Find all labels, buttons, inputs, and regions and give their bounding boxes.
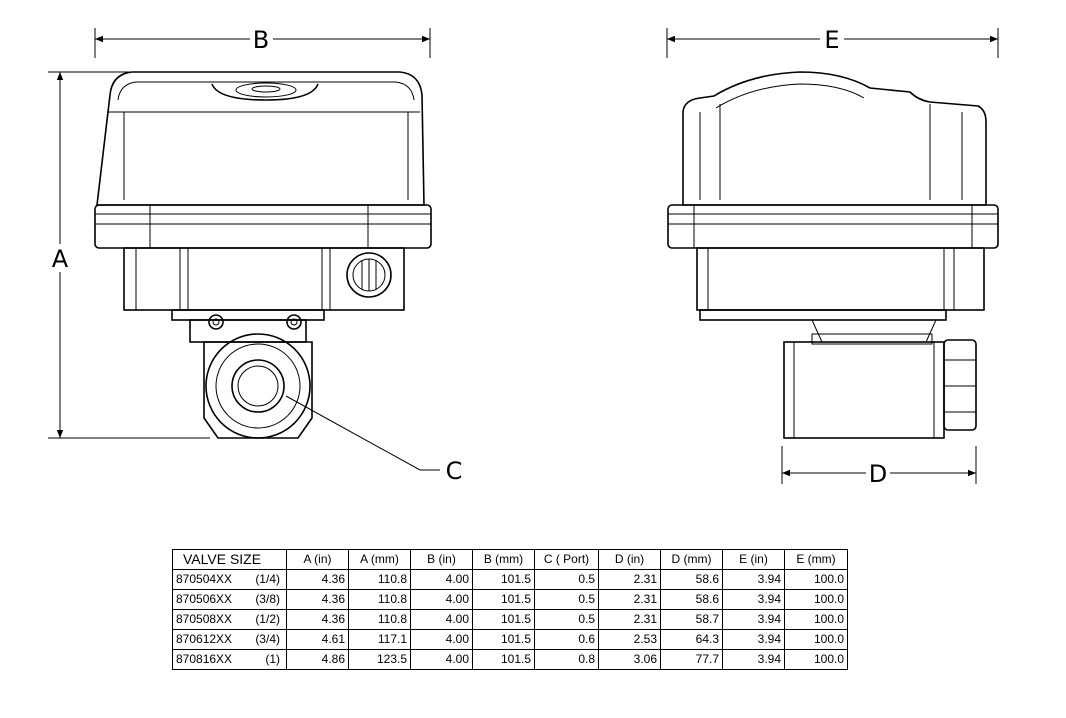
valve-model-cell: 870506XX (3/8) [172, 589, 287, 610]
table-cell: 0.8 [534, 649, 599, 670]
table-cell: 110.8 [348, 569, 411, 590]
table-cell: 101.5 [472, 589, 535, 610]
table-cell: 4.00 [410, 609, 473, 630]
header-e-in: E (in) [722, 549, 785, 570]
table-cell: 110.8 [348, 589, 411, 610]
table-cell: 58.6 [660, 589, 723, 610]
dimension-label-a: A [52, 245, 69, 273]
table-cell: 4.00 [410, 569, 473, 590]
header-valve-size: VALVE SIZE [172, 549, 287, 570]
table-cell: 4.36 [286, 609, 349, 630]
dimension-label-b: B [253, 26, 269, 54]
table-cell: 3.94 [722, 569, 785, 590]
table-cell: 4.61 [286, 629, 349, 650]
valve-size: (3/4) [255, 632, 280, 646]
side-view [667, 71, 999, 439]
table-cell: 64.3 [660, 629, 723, 650]
table-cell: 101.5 [472, 609, 535, 630]
table-cell: 4.36 [286, 569, 349, 590]
valve-model-number: 870508XX [176, 612, 233, 626]
valve-model-cell: 870504XX (1/4) [172, 569, 287, 590]
valve-size: (1) [265, 652, 280, 666]
table-cell: 0.6 [534, 629, 599, 650]
header-d-mm: D (mm) [660, 549, 723, 570]
table-cell: 3.06 [598, 649, 661, 670]
table-cell: 4.00 [410, 649, 473, 670]
table-cell: 77.7 [660, 649, 723, 670]
header-d-in: D (in) [598, 549, 661, 570]
table-cell: 3.94 [722, 589, 785, 610]
table-cell: 4.36 [286, 589, 349, 610]
valve-model-number: 870506XX [176, 592, 233, 606]
header-b-in: B (in) [410, 549, 473, 570]
table-cell: 101.5 [472, 569, 535, 590]
dimension-lines [48, 28, 999, 484]
header-b-mm: B (mm) [472, 549, 535, 570]
table-cell: 100.0 [784, 609, 848, 630]
valve-model-cell: 870508XX (1/2) [172, 609, 287, 630]
table-cell: 2.31 [598, 609, 661, 630]
table-cell: 3.94 [722, 649, 785, 670]
table-cell: 100.0 [784, 569, 848, 590]
table-cell: 0.5 [534, 609, 599, 630]
header-e-mm: E (mm) [784, 549, 848, 570]
table-cell: 58.7 [660, 609, 723, 630]
table-cell: 101.5 [472, 629, 535, 650]
table-cell: 101.5 [472, 649, 535, 670]
front-view [94, 71, 432, 439]
table-cell: 123.5 [348, 649, 411, 670]
header-c-port: C ( Port) [534, 549, 599, 570]
valve-size: (1/4) [255, 572, 280, 586]
table-cell: 3.94 [722, 629, 785, 650]
table-header-row: VALVE SIZE A (in) A (mm) B (in) B (mm) C… [172, 549, 848, 570]
valve-model-cell: 870612XX (3/4) [172, 629, 287, 650]
table-cell: 0.5 [534, 589, 599, 610]
valve-model-number: 870504XX [176, 572, 233, 586]
table-cell: 4.86 [286, 649, 349, 670]
table-cell: 100.0 [784, 589, 848, 610]
valve-model-number: 870612XX [176, 632, 233, 646]
valve-model-cell: 870816XX (1) [172, 649, 287, 670]
dimension-label-d: D [869, 460, 887, 488]
valve-size: (3/8) [255, 592, 280, 606]
dimension-label-e: E [824, 26, 839, 54]
technical-drawing: B E A D C [48, 26, 999, 488]
table-cell: 0.5 [534, 569, 599, 590]
table-cell: 100.0 [784, 649, 848, 670]
table-cell: 117.1 [348, 629, 411, 650]
valve-size-table: VALVE SIZE A (in) A (mm) B (in) B (mm) C… [172, 549, 848, 670]
table-cell: 58.6 [660, 569, 723, 590]
dimension-label-c: C [446, 457, 463, 485]
table-cell: 2.53 [598, 629, 661, 650]
table-cell: 4.00 [410, 589, 473, 610]
valve-size: (1/2) [255, 612, 280, 626]
table-cell: 2.31 [598, 589, 661, 610]
table-cell: 4.00 [410, 629, 473, 650]
table-cell: 110.8 [348, 609, 411, 630]
table-cell: 100.0 [784, 629, 848, 650]
valve-model-number: 870816XX [176, 652, 233, 666]
table-cell: 3.94 [722, 609, 785, 630]
table-cell: 2.31 [598, 569, 661, 590]
header-a-in: A (in) [286, 549, 349, 570]
header-a-mm: A (mm) [348, 549, 411, 570]
